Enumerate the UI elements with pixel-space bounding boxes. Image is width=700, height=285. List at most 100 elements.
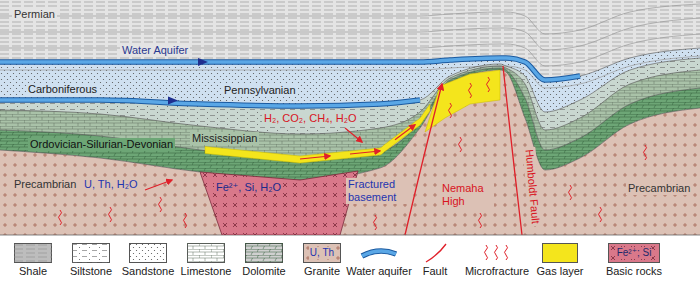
legend-swatch [129, 243, 167, 263]
legend-pattern [303, 243, 341, 263]
strata-label: Pennsylvanian [222, 84, 298, 97]
basic-rock-intrusion: Fe²⁺, Si, H₂O [200, 170, 360, 235]
microfracture-symbol [487, 77, 490, 92]
microfracture-symbol [449, 103, 452, 118]
basic-rock-pattern [200, 171, 358, 235]
rock-pattern [0, 70, 700, 235]
microfracture-symbol [374, 215, 377, 230]
microfracture-symbol [569, 185, 572, 200]
migration-arrow [345, 128, 362, 142]
migration-arrow [145, 180, 172, 190]
strata-label: Water Aquifer [120, 44, 190, 57]
strata-label: Ordovician-Silurian-Devonian [28, 138, 175, 151]
legend-pattern [129, 243, 167, 263]
strata-label: Permian [12, 8, 57, 21]
migration-arrow [395, 125, 415, 140]
strata-label: Nemaha High [440, 182, 494, 208]
legend-symbol [72, 243, 110, 263]
legend-symbol [360, 243, 398, 263]
water-aquifer-edge [0, 58, 580, 80]
microfracture-symbol [159, 197, 162, 212]
legend-symbol [418, 243, 452, 263]
strata-boundary [0, 48, 700, 80]
bedding-line [0, 56, 700, 88]
microfracture-symbol [505, 245, 508, 260]
strata [0, 0, 700, 235]
legend-swatch [72, 243, 110, 263]
microfracture-symbol [59, 210, 62, 225]
strata-label: Mississippian [190, 132, 259, 145]
legend-label: Limestone [181, 265, 232, 278]
strata-label: H₂, CO₂, CH₄, H₂O [262, 112, 358, 125]
microfracture-symbol [485, 245, 488, 260]
microfracture-symbol [599, 207, 602, 222]
microfracture-symbol [644, 145, 647, 160]
legend-swatch [360, 243, 398, 263]
microfracture-symbol [469, 83, 472, 98]
legend-symbol [478, 243, 516, 263]
legend-symbol [542, 243, 578, 263]
legend-label: Dolomite [242, 265, 285, 278]
legend-label: Sandstone [122, 265, 175, 278]
legend-swatch-text: U, Th [309, 247, 335, 259]
legend-label: Shale [19, 265, 47, 278]
legend-swatch [14, 243, 52, 263]
legend-swatch: U, Th [303, 243, 341, 263]
microfracture-symbol [184, 213, 187, 228]
basic-rock-body [200, 171, 358, 235]
legend-swatch [187, 243, 225, 263]
strata-label: Precambrian [626, 182, 692, 195]
legend-pattern [72, 243, 110, 263]
water-aquifer [362, 251, 396, 256]
legend-label: Water aquifer [346, 265, 412, 278]
strata-label: Fractured basement [346, 178, 410, 204]
legend-symbol [129, 243, 167, 263]
legend-symbol [245, 243, 283, 263]
strata-label: Carboniferous [26, 83, 99, 96]
gas-layer [425, 70, 500, 132]
legend-label: Basic rocks [606, 265, 662, 278]
legend-symbol [187, 243, 225, 263]
legend-symbol [14, 243, 52, 263]
strata-boundary [0, 70, 700, 180]
legend-label: Microfracture [465, 265, 529, 278]
section-base [0, 235, 700, 236]
strata-boundary [0, 66, 700, 134]
strata-boundary [0, 58, 700, 112]
legend-swatch [478, 243, 516, 263]
strata-label: U, Th, H₂O [82, 178, 140, 191]
legend-swatch [418, 243, 452, 263]
strata-label: Precambrian [12, 178, 78, 191]
humboldt-fault [503, 66, 522, 235]
flow-arrowhead [198, 58, 208, 66]
water-aquifer-edge [362, 251, 396, 256]
legend-swatch [542, 243, 578, 263]
bedding-line [0, 18, 700, 50]
migration-arrow [300, 156, 330, 159]
legend-label: Granite [304, 265, 340, 278]
microfracture-symbol [459, 137, 462, 152]
legend-swatch: Fe²⁺; Si [608, 243, 660, 263]
node-text: Fe²⁺, Si, H₂O [214, 181, 283, 194]
strata-boundary [0, 68, 700, 160]
legend-pattern [608, 243, 660, 263]
fault-label: Humboldt Fault [522, 146, 542, 225]
legend-label: Gas layer [536, 265, 583, 278]
legend-label: Fault [423, 265, 447, 278]
legend-pattern [187, 243, 225, 263]
legend-pattern [245, 243, 283, 263]
legend-label: Siltstone [70, 265, 112, 278]
water-aquifer [0, 58, 580, 80]
water-aquifer-edge [0, 100, 420, 106]
microfracture-symbol [109, 207, 112, 222]
water-aquifer [0, 100, 420, 106]
nemaha-fault [405, 84, 442, 235]
intrusion-outline [200, 170, 360, 235]
flow-arrowhead [168, 97, 178, 105]
legend-pattern [14, 243, 52, 263]
migration-arrow [350, 151, 380, 154]
legend-swatch [245, 243, 283, 263]
microfracture-symbol [479, 213, 482, 228]
microfracture-symbol [495, 245, 498, 260]
